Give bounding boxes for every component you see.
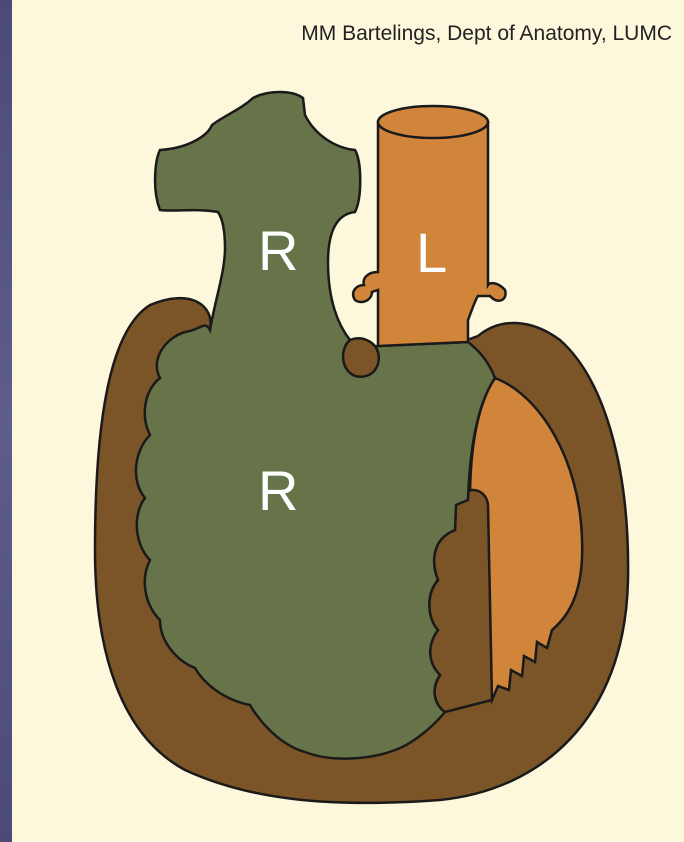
left-great-artery-opening [378,106,488,138]
label-right-great-artery: R [258,219,298,282]
label-right-ventricle: R [258,459,298,522]
right-artery-knob [343,338,379,376]
label-left-great-artery: L [416,221,447,284]
